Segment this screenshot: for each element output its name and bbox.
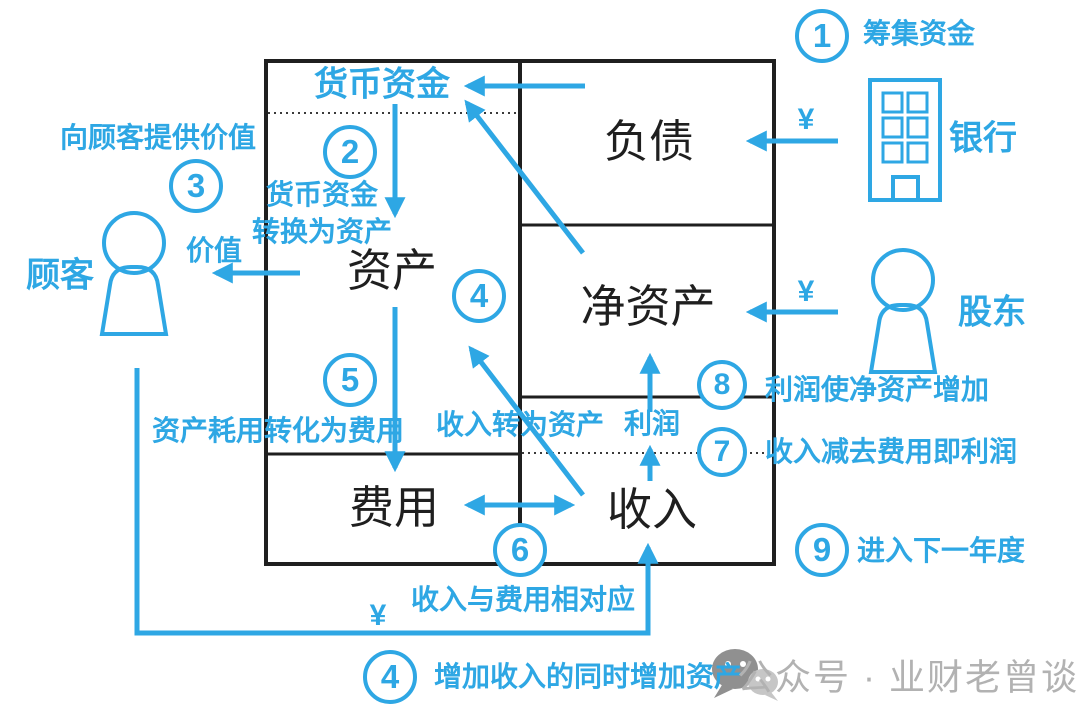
bank-label: 银行 (949, 119, 1017, 158)
assets-label: 资产 (346, 245, 438, 297)
arrow-netassets-to-cash (464, 99, 585, 255)
step-circle-7: 7 (697, 427, 747, 477)
arrow-revenue-to-assets (468, 345, 585, 497)
shareholder-label: 股东 (958, 293, 1026, 332)
step3-label: 向顾客提供价值 (59, 121, 257, 153)
wechat-icon (712, 649, 778, 701)
step-circle-6: 6 (493, 523, 547, 577)
step4-inner-label: 收入转为资产 (435, 408, 605, 440)
expenses-label: 费用 (348, 482, 440, 534)
step9-label: 进入下一年度 (856, 534, 1026, 566)
liabilities-label: 负债 (603, 116, 695, 168)
yen-bank: ¥ (797, 102, 815, 136)
bank-building-icon (868, 78, 942, 202)
step2-label: 货币资金 转换为资产 (252, 176, 392, 250)
watermark-text: 公众号 · 业财老曾谈 (737, 656, 1079, 698)
net-assets-label: 净资产 (580, 281, 716, 333)
step-circle-2: 2 (323, 125, 377, 179)
step2-label-line1: 货币资金 (265, 179, 379, 210)
step-circle-1: 1 (795, 9, 849, 63)
step8-label: 利润使净资产增加 (764, 373, 990, 405)
yen-customer: ¥ (369, 598, 387, 632)
revenue-label: 收入 (606, 484, 698, 536)
flow-arrows (134, 75, 838, 636)
step-circle-5: 5 (323, 353, 377, 407)
profit-label: 利润 (623, 407, 681, 439)
step-circle-4-bottom: 4 (363, 650, 417, 704)
cash-label: 货币资金 (314, 65, 450, 104)
customer-person-icon (99, 211, 169, 336)
value-label: 价值 (185, 234, 243, 266)
step-circle-3: 3 (169, 159, 223, 213)
step4-bottom-label: 增加收入的同时增加资产 (433, 660, 743, 692)
yen-shareholder: ¥ (797, 274, 815, 308)
step1-label: 筹集资金 (862, 17, 976, 49)
step2-label-line2: 转换为资产 (251, 216, 393, 247)
step6-label: 收入与费用相对应 (410, 583, 636, 615)
step-circle-4-inner: 4 (452, 269, 506, 323)
customer-label: 顾客 (26, 256, 94, 295)
customer-payment-loop (134, 368, 659, 636)
step7-label: 收入减去费用即利润 (764, 435, 1018, 467)
step-circle-8: 8 (697, 360, 747, 410)
step5-label: 资产耗用转化为费用 (151, 414, 405, 446)
shareholder-person-icon (868, 248, 938, 374)
step-circle-9: 9 (795, 523, 849, 577)
